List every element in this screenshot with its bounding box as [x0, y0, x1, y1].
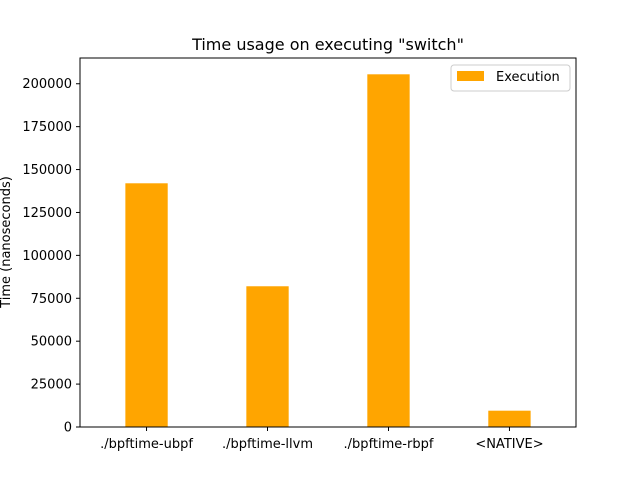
x-axis-ticks: ./bpftime-ubpf ./bpftime-llvm ./bpftime-rb…: [100, 427, 544, 452]
legend-swatch: [457, 71, 484, 81]
x-tick-label: ./bpftime-llvm: [222, 437, 313, 452]
y-tick-label: 150000: [22, 163, 72, 178]
y-axis-label: Time (nanoseconds): [0, 176, 14, 309]
y-tick-label: 100000: [22, 249, 72, 264]
y-tick-label: 175000: [22, 120, 72, 135]
bar: [125, 183, 168, 427]
x-tick-label: <NATIVE>: [475, 437, 543, 452]
y-tick-label: 125000: [22, 206, 72, 221]
legend-label: Execution: [496, 70, 560, 85]
bar: [488, 410, 531, 427]
legend: Execution: [450, 64, 571, 92]
y-tick-label: 75000: [31, 292, 72, 307]
bar: [367, 74, 410, 427]
y-axis-ticks: 0 25000 50000 75000 100000 125000 150000 175000…: [22, 77, 80, 436]
bars: [125, 74, 531, 427]
y-tick-label: 200000: [22, 77, 72, 92]
bar: [246, 286, 289, 427]
x-tick-label: ./bpftime-rbpf: [344, 437, 434, 452]
y-tick-label: 25000: [31, 378, 72, 393]
y-tick-label: 50000: [31, 335, 72, 350]
chart-title: Time usage on executing "switch": [191, 35, 464, 54]
y-tick-label: 0: [64, 421, 72, 436]
x-tick-label: ./bpftime-ubpf: [100, 437, 193, 452]
plot-frame: [79, 57, 577, 428]
